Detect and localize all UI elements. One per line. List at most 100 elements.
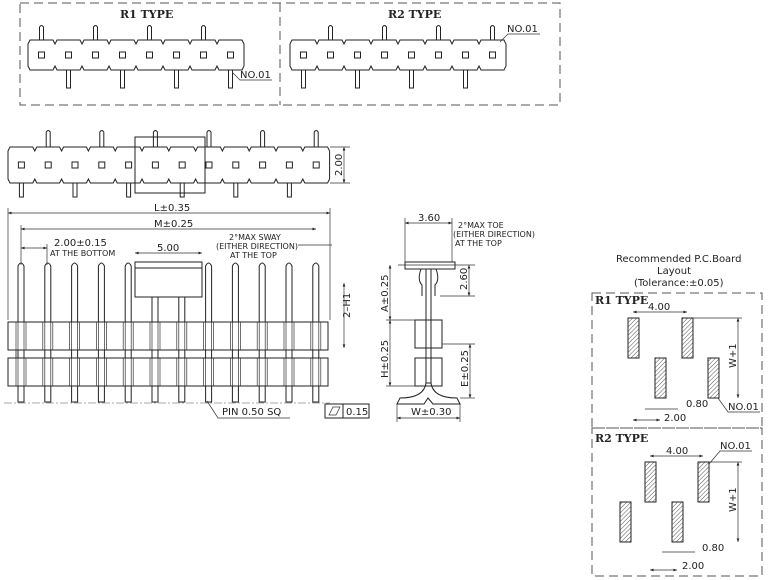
r1-layout-label: R1 TYPE [595,294,648,307]
pin-square [327,51,334,59]
side-view: 3.60 2°MAX TOE (EITHER DIRECTION) AT THE… [380,213,535,422]
pin [66,70,71,89]
pitch-span-dim: M±0.25 [154,219,193,230]
pin-square [381,51,388,59]
r2-type-label: R2 TYPE [388,8,441,21]
pin [120,70,125,89]
pin-tail [205,385,213,403]
pin-tail [17,385,25,403]
pin [313,130,319,147]
pin-tail [285,385,293,403]
pin [328,25,333,40]
pin [18,183,24,198]
pin-square [119,51,126,59]
pin [44,262,52,322]
r1-offset-dim: 2.00 [664,413,686,424]
pin [233,183,239,198]
pin-square [462,51,469,59]
flatness-value: 0.15 [346,407,368,418]
pin-square [125,161,133,169]
pcb-title-line1: Recommended P.C.Board [616,254,741,265]
pin [409,70,414,89]
front-view: L±0.35 M±0.25 2.00±0.15 AT THE BOTTOM 5.… [4,203,370,419]
top-views-panel: R1 TYPE R2 TYPE NO.01 NO.01 [19,2,561,106]
r1-type-label: R1 TYPE [120,8,173,21]
r2-pin1-label: NO.01 [720,441,751,452]
pin [355,70,360,89]
toe-note-2: (EITHER DIRECTION) [453,230,535,239]
pcb-title-line2: Layout [657,266,691,277]
pin [285,262,293,322]
pin-tail [258,385,266,403]
pin-square [98,161,106,169]
pin-square [408,51,415,59]
pin-square [435,51,442,59]
pin-tail [151,385,159,403]
pin [39,25,44,40]
full-top-view: 2.00 [7,130,350,198]
pcb-title-line3: (Tolerance:±0.05) [634,278,724,289]
cap-height-dim: 2.60 [459,268,470,290]
pin [260,130,266,147]
cap-width-dim: 5.00 [157,243,179,254]
r2-span-dim: W+1 [728,487,739,512]
r1-span-dim: W+1 [728,343,739,368]
pin-square [178,161,186,169]
pin-square [489,51,496,59]
pad [697,461,710,503]
housing-outline [7,146,331,184]
pin [71,262,79,322]
pin-size-note: PIN 0.50 SQ [222,407,281,418]
r1-pitch-dim: 4.00 [648,302,670,313]
pin [312,262,320,322]
pin-tail [44,385,52,403]
pin [463,70,468,89]
sway-note-1: 2°MAX SWAY [229,233,281,242]
pin [126,183,132,198]
r2-layout: R2 TYPE 4.00 NO.01 W+1 0.80 2.00 [595,432,752,572]
pin [124,262,132,322]
pin-square [44,161,52,169]
pin [17,262,25,322]
pad [681,317,694,359]
pin-square [38,51,45,59]
pad [619,501,632,543]
housing-row [7,321,329,351]
pin [97,262,105,322]
pin-tail [231,385,239,403]
pin [490,25,495,40]
pin-square [285,161,293,169]
pin-square [146,51,153,59]
pin [152,130,158,147]
toe-note-1: 2°MAX TOE [458,221,504,230]
sway-note-3: AT THE TOP [230,251,277,260]
pin-square [259,161,267,169]
pin-square [354,51,361,59]
a-dim: A±0.25 [380,275,391,313]
r1-top-view [27,25,245,89]
r1-pad-width-dim: 0.80 [686,399,708,410]
height-dim: 2–H1 [342,293,353,318]
pad [654,357,667,399]
toe-note-3: AT THE TOP [455,239,502,248]
r2-pad-width-dim: 0.80 [702,543,724,554]
pin [147,25,152,40]
pin-tail [124,385,132,403]
pin [206,130,212,147]
pad [627,317,640,359]
pin-tail [71,385,79,403]
pin-square [205,161,213,169]
r2-pin1-label: NO.01 [507,24,538,35]
r1-layout: R1 TYPE 4.00 W+1 0.80 2.00 NO.01 [595,294,760,424]
pin [201,25,206,40]
pin-tail [312,385,320,403]
pin-square [17,161,25,169]
pin-square [71,161,79,169]
length-dim: L±0.35 [154,203,190,214]
housing-row [7,357,329,387]
pin [99,130,105,147]
r2-pitch-dim: 4.00 [666,446,688,457]
w-dim: W±0.30 [411,407,452,418]
pin [93,25,98,40]
